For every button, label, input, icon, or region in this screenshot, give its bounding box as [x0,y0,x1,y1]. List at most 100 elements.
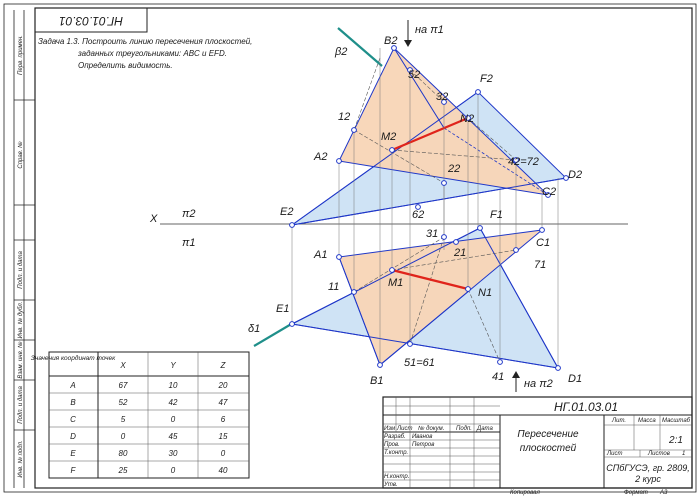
label-A2: A2 [313,151,327,163]
aux-line-m-7-top [391,249,517,271]
aux-line-m-4-front [391,149,517,161]
listov-label: Листов [647,451,670,457]
table-cell: 47 [219,398,228,407]
label-22: 22 [447,163,460,175]
label-42-72: 42=72 [508,156,539,168]
projection-axis: X π2 π1 [149,208,628,249]
table-cell: 6 [221,415,226,424]
plane-beta-line [353,57,381,131]
task-text: Задача 1.3. Построить линию пересечения … [38,37,252,70]
table-cell: 10 [169,381,178,390]
label-21: 21 [453,247,466,259]
label-C1: C1 [536,237,550,249]
label-F1: F1 [490,209,503,221]
title-line-1: Пересечение [517,429,579,440]
doc-code-rotated: НГ.01.03.01 [59,14,123,28]
col-list: Лист [396,426,412,432]
razrab-label: Разраб. [384,434,406,440]
label-E1: E1 [276,303,289,315]
tkontr-label: Т.контр. [384,450,408,456]
side-label-sprav: Справ. № [17,141,24,169]
task-line-3: Определить видимость. [78,61,173,70]
table-cell: C [70,415,76,424]
arrow-head-pi1 [404,40,412,47]
intersection-line-top [391,268,469,291]
edge-bc-visible-front [393,47,445,129]
table-cell: B [70,398,76,407]
table-cell: A [69,381,75,390]
label-view-pi1: на π1 [415,24,444,36]
task-line-1: Задача 1.3. Построить линию пересечения … [38,37,252,46]
table-cell: 25 [118,466,128,475]
front-view [291,27,568,226]
aux-line-35-top [409,236,445,345]
edge-ef-front [291,91,479,226]
aux-line-12-front [353,129,445,184]
label-M1: M1 [388,277,403,289]
table-cell: E [70,449,76,458]
aux-line-n-4-top [467,288,501,363]
label-32: 32 [436,91,448,103]
label-A1: A1 [313,249,327,261]
coordinate-table: Значения координат точек X Y Z A 67 10 2… [31,351,250,479]
table-cell: 0 [171,415,176,424]
axis-pi2-label: π2 [182,208,196,220]
org-line-1: СПбГУСЭ, гр. 2809, [606,463,689,473]
label-view-pi2: на π2 [524,378,553,390]
trace-beta-front [337,27,383,67]
view-arrows: на π1 на π2 [404,20,553,392]
col-podp: Подп. [456,426,472,432]
aux-line-53-front [409,69,445,103]
table-cell: 20 [218,381,228,390]
top-view [253,227,559,369]
title-block: НГ.01.03.01 Пересечение плоскостей Изм Л… [382,396,693,496]
linkage-lines [291,48,559,368]
label-beta2: β2 [334,46,347,58]
scale-value: 2:1 [668,435,683,446]
label-41: 41 [492,371,504,383]
table-cell: 0 [221,449,226,458]
trace-delta-top [253,322,294,347]
edge-ed-top [291,323,559,369]
label-31: 31 [426,228,438,240]
label-B1: B1 [370,375,383,387]
table-cell: 5 [121,415,126,424]
edge-bc-visible-top [379,289,471,366]
table-header-x: X [119,361,126,370]
top-labels: F1 31 C1 21 A1 71 M1 11 N1 E1 δ1 51=61 4… [248,209,582,387]
label-51-61: 51=61 [404,357,435,369]
label-D1: D1 [568,373,582,385]
label-N2: N2 [460,113,474,125]
table-cell: 15 [219,432,228,441]
table-cell: 30 [169,449,178,458]
label-62: 62 [412,209,424,221]
kopiroval-label: Копировал [510,490,540,496]
aux-line-12-top [353,236,445,293]
massa-label: Масса [638,418,656,424]
table-cell: 42 [169,398,178,407]
table-cell: 0 [121,432,126,441]
label-D2: D2 [568,169,582,181]
masshtab-label: Масштаб [662,418,691,424]
label-12: 12 [338,111,350,123]
table-cell: 80 [119,449,128,458]
format-value: А3 [659,490,668,496]
table-cell: F [71,466,77,475]
label-71: 71 [534,259,546,271]
label-N1: N1 [478,287,492,299]
table-cell: 40 [219,466,228,475]
table-cell: 52 [119,398,128,407]
label-delta1: δ1 [248,323,260,335]
axis-pi1-label: π1 [182,237,196,249]
org-line-2: 2 курс [634,474,661,484]
prov-label: Пров. [384,442,400,448]
front-labels: B2 β2 52 F2 32 12 N2 M2 A2 42=72 22 D2 C… [280,35,582,221]
table-header-z: Z [220,361,227,370]
col-doc: № докум. [418,425,444,432]
col-izm: Изм [384,426,395,432]
nkontr-label: Н.контр. [384,474,409,480]
edge-ed-front [291,177,567,226]
label-E2: E2 [280,206,293,218]
table-cell: 45 [169,432,178,441]
